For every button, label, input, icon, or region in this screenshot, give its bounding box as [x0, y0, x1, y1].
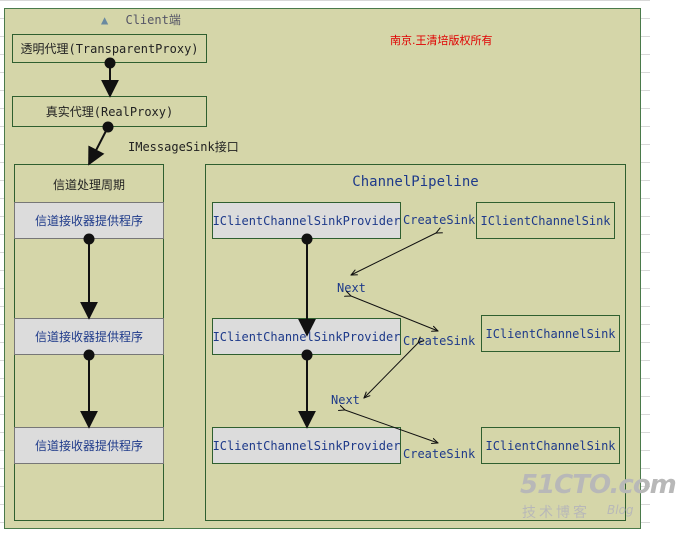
channel-pipeline-title: ChannelPipeline: [352, 174, 479, 190]
copyright-text: 南京.王清培版权所有: [390, 34, 493, 47]
channel-sink-box[interactable]: IClientChannelSink: [476, 202, 615, 239]
create-sink-label: CreateSink: [403, 213, 476, 227]
imessagesink-label: IMessageSink接口: [128, 140, 239, 154]
channel-cycle-title: 信道处理周期: [52, 178, 125, 192]
provider-connector: [298, 349, 316, 429]
channel-sink-box[interactable]: IClientChannelSink: [481, 427, 620, 464]
client-title: ▲ Client端: [101, 11, 181, 28]
watermark-blog: Blog: [607, 503, 634, 517]
watermark-subtitle: 技术博客: [522, 505, 590, 521]
create-sink-label: CreateSink: [403, 447, 476, 461]
provider-connector: [298, 233, 316, 337]
channel-sink-box[interactable]: IClientChannelSink: [481, 315, 620, 352]
watermark-logo: 51CTO.com: [520, 470, 676, 500]
cycle-connector: [80, 349, 98, 429]
up-arrow-icon: ▲: [101, 13, 109, 27]
next-label: Next: [331, 393, 360, 407]
channel-provider-item[interactable]: 信道接收器提供程序: [14, 427, 164, 464]
proxy-to-cycle-connector: [88, 121, 114, 166]
next-connector: [345, 233, 438, 443]
channel-pipeline-container: [205, 164, 626, 521]
proxy-connector: [101, 57, 119, 98]
connector-layer: [80, 57, 650, 535]
channel-provider-item[interactable]: 信道接收器提供程序: [14, 202, 164, 239]
cycle-connector: [80, 233, 98, 320]
channel-provider-item[interactable]: 信道接收器提供程序: [14, 318, 164, 355]
client-title-text: Client端: [125, 13, 181, 27]
